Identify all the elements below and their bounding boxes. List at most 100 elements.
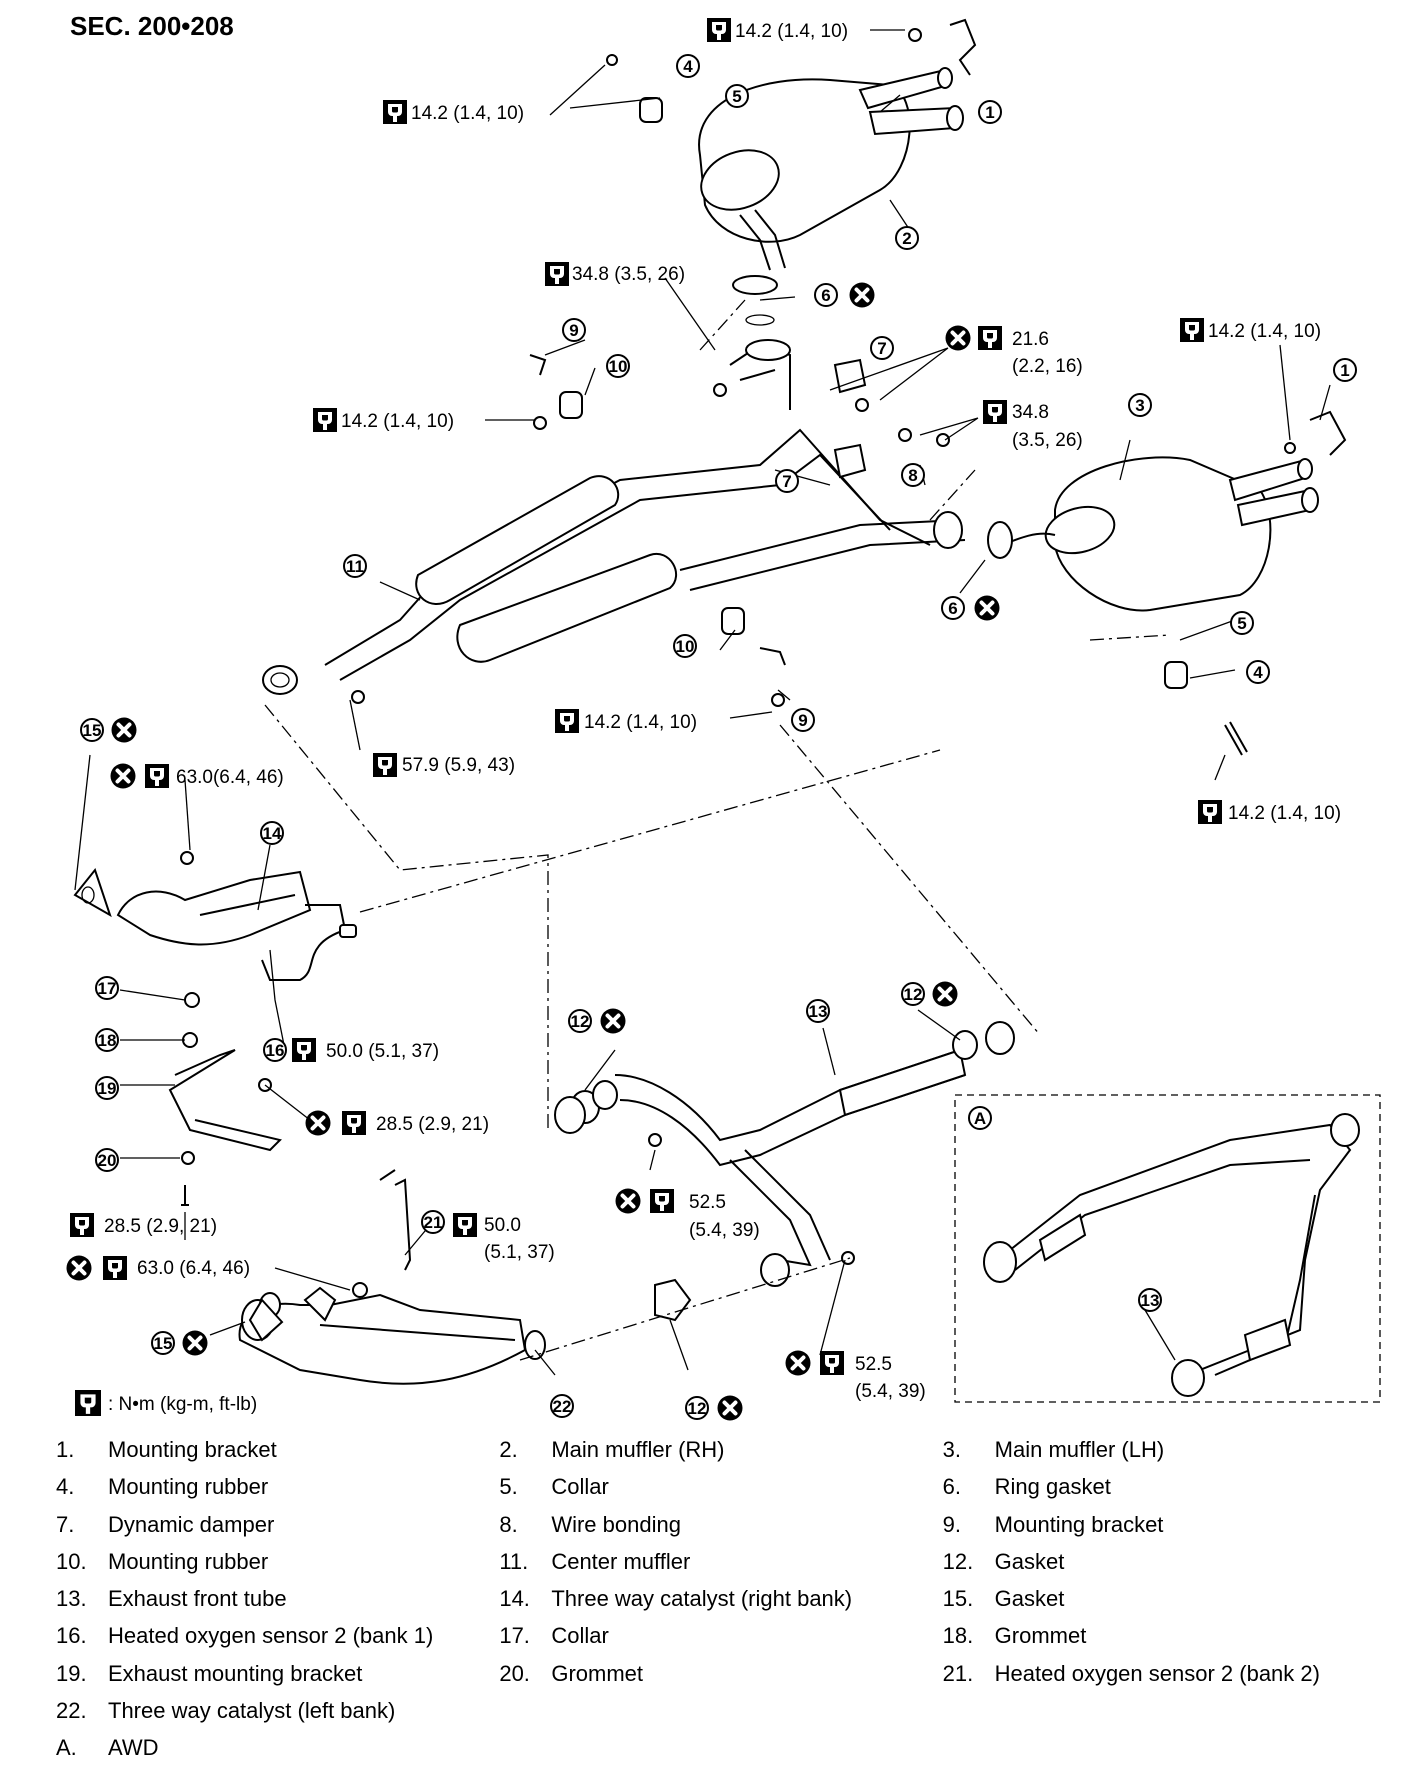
- callout-17: 17: [95, 976, 119, 1000]
- svg-text:13: 13: [809, 1002, 828, 1021]
- legend-name: Wire bonding: [551, 1511, 681, 1537]
- main-muffler-rh: [698, 67, 964, 271]
- torque-label: 52.5: [855, 1354, 892, 1375]
- callout-22: 22: [550, 1394, 574, 1418]
- torque-label: (2.2, 16): [1012, 356, 1083, 377]
- callout-7: 7: [870, 336, 894, 360]
- legend-number: 4.: [56, 1474, 75, 1500]
- torque-icon: [383, 100, 407, 124]
- torque-icon: [555, 709, 579, 733]
- torque-label: 14.2 (1.4, 10): [411, 103, 524, 124]
- torque-label: 14.2 (1.4, 10): [584, 712, 697, 733]
- torque-icon: [820, 1351, 844, 1375]
- legend-item: 9.Mounting bracket: [943, 1512, 1386, 1549]
- torque-label: 57.9 (5.9, 43): [402, 755, 515, 776]
- svg-text:4: 4: [1253, 663, 1263, 682]
- legend-item: A.AWD: [56, 1735, 501, 1772]
- torque-label: (5.1, 37): [484, 1242, 555, 1263]
- legend-item: 6.Ring gasket: [943, 1474, 1386, 1511]
- legend-row: 10.Mounting rubber 11.Center muffler 12.…: [56, 1549, 1386, 1586]
- do-not-reuse-icon: [111, 717, 137, 743]
- svg-text:14: 14: [263, 824, 282, 843]
- do-not-reuse-icon: [305, 1110, 331, 1136]
- legend-item: 4.Mounting rubber: [56, 1474, 499, 1511]
- svg-text:18: 18: [98, 1031, 117, 1050]
- callout-1: 1: [978, 100, 1002, 124]
- svg-text:19: 19: [98, 1079, 117, 1098]
- do-not-reuse-icon: [974, 595, 1000, 621]
- legend-number: 5.: [499, 1474, 518, 1500]
- legend-name: AWD: [108, 1735, 159, 1761]
- callout-16: 16: [263, 1038, 287, 1062]
- legend-name: Collar: [551, 1623, 609, 1649]
- do-not-reuse-icon: [785, 1350, 811, 1376]
- torque-label: 50.0 (5.1, 37): [326, 1041, 439, 1062]
- legend-number: 19.: [56, 1660, 87, 1686]
- svg-text:3: 3: [1135, 396, 1144, 415]
- svg-text:12: 12: [571, 1012, 590, 1031]
- callout-7: 7: [775, 469, 799, 493]
- legend-item: 5.Collar: [499, 1474, 942, 1511]
- svg-text:1: 1: [1340, 361, 1349, 380]
- legend-item: 7.Dynamic damper: [56, 1512, 499, 1549]
- legend-name: Gasket: [994, 1586, 1065, 1612]
- legend-name: Grommet: [994, 1623, 1087, 1649]
- legend-number: 13.: [56, 1586, 87, 1612]
- legend-row: 7.Dynamic damper 8.Wire bonding 9.Mounti…: [56, 1512, 1386, 1549]
- svg-text:6: 6: [948, 599, 957, 618]
- torque-label: 14.2 (1.4, 10): [735, 21, 848, 42]
- legend-item: 22.Three way catalyst (left bank): [56, 1698, 501, 1735]
- assembly-lines: [264, 299, 1171, 1361]
- torque-label: 28.5 (2.9, 21): [104, 1216, 217, 1237]
- torque-icon: [650, 1189, 674, 1213]
- do-not-reuse-icon: [849, 282, 875, 308]
- svg-text:9: 9: [798, 711, 807, 730]
- torque-icon: [145, 764, 169, 788]
- legend-number: 17.: [499, 1623, 530, 1649]
- callout-4: 4: [1246, 660, 1270, 684]
- main-muffler-lh: [994, 456, 1319, 612]
- callout-4: 4: [676, 54, 700, 78]
- do-not-reuse-icon: [945, 325, 971, 351]
- legend-name: Ring gasket: [994, 1474, 1111, 1500]
- do-not-reuse-icon: [932, 981, 958, 1007]
- svg-text:17: 17: [98, 979, 117, 998]
- torque-icon: [978, 326, 1002, 350]
- callout-13: 13: [806, 999, 830, 1023]
- legend-item: 17. Collar: [499, 1623, 942, 1660]
- legend-row: 22.Three way catalyst (left bank): [56, 1698, 1386, 1735]
- svg-text:15: 15: [83, 721, 102, 740]
- torque-specs: 14.2 (1.4, 10) 14.2 (1.4, 10) 34.8 (3.5,…: [66, 18, 1341, 1416]
- callout-a: A: [968, 1106, 992, 1130]
- legend-number: 2.: [499, 1437, 518, 1462]
- legend-name: Three way catalyst (left bank): [108, 1698, 396, 1724]
- svg-text:A: A: [974, 1109, 986, 1128]
- legend-row: 13.Exhaust front tube 14.Three way catal…: [56, 1586, 1386, 1623]
- awd-inset: [954, 1094, 1381, 1403]
- svg-text:4: 4: [683, 57, 693, 76]
- torque-icon: [545, 262, 569, 286]
- torque-icon: [313, 408, 337, 432]
- callout-10: 10: [606, 354, 630, 378]
- legend-number: 3.: [942, 1437, 962, 1462]
- legend-name: Mounting rubber: [108, 1548, 269, 1574]
- legend-item: 20.Grommet: [499, 1661, 942, 1698]
- torque-icon: [373, 753, 397, 777]
- callout-8: 8: [901, 463, 925, 487]
- legend-item: 21.Heated oxygen sensor 2 (bank 2): [943, 1661, 1386, 1698]
- legend-item: 13.Exhaust front tube: [56, 1586, 499, 1623]
- center-muffler: [262, 275, 1013, 695]
- callout-19: 19: [95, 1076, 119, 1100]
- svg-text:7: 7: [782, 472, 791, 491]
- legend-row: 16.Heated oxygen sensor 2 (bank 1) 17.Co…: [56, 1623, 1386, 1660]
- parts-legend: 1.Mounting bracket 2.Main muffler (RH) 3…: [56, 1437, 1386, 1773]
- legend-item: 12.Gasket: [943, 1549, 1386, 1586]
- do-not-reuse-icon: [110, 763, 136, 789]
- callout-10: 10: [673, 634, 697, 658]
- svg-text:22: 22: [553, 1397, 572, 1416]
- callout-5: 5: [725, 84, 749, 108]
- legend-name: Center muffler: [551, 1548, 691, 1574]
- torque-label: 14.2 (1.4, 10): [1208, 321, 1321, 342]
- legend-number: 12.: [942, 1548, 974, 1574]
- legend-number: 20.: [499, 1660, 530, 1686]
